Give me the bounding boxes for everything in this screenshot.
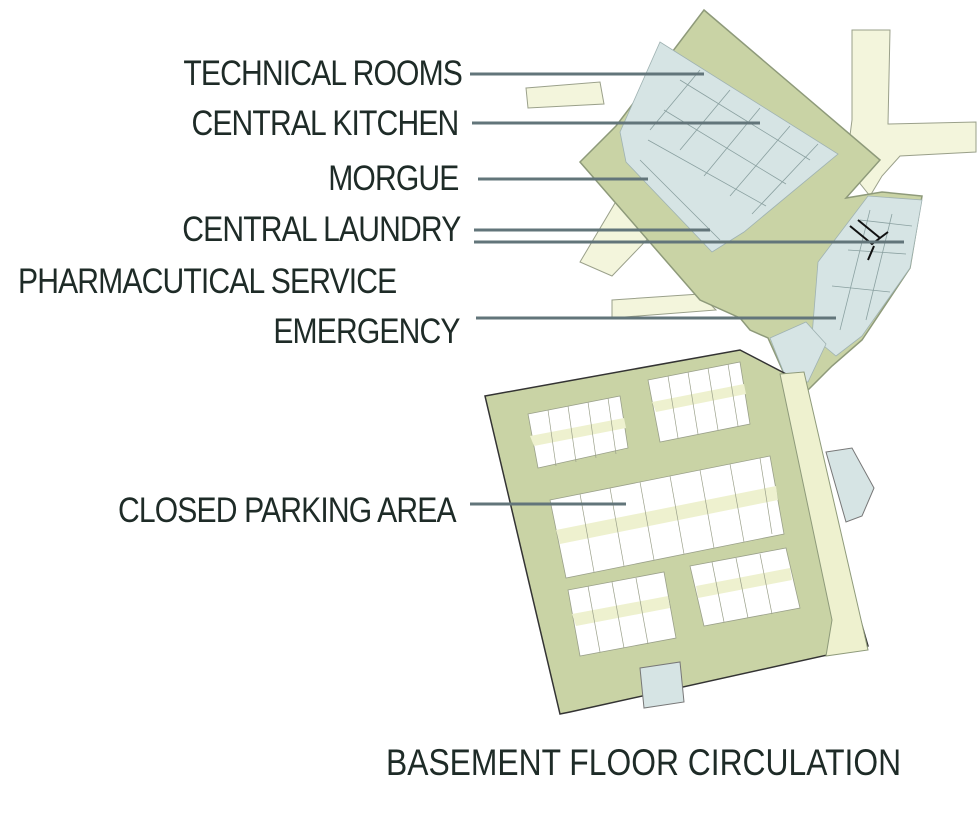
label-morgue: MORGUE (327, 159, 459, 198)
room-partitions (639, 69, 913, 331)
emergency-stair (849, 219, 889, 261)
side-annex (825, 447, 875, 523)
label-central-laundry: CENTRAL LAUNDRY (181, 210, 461, 249)
parking-ramp (779, 371, 869, 657)
room-clusters (619, 41, 923, 383)
stall-dividers (547, 363, 773, 653)
drive-aisles (530, 384, 792, 626)
label-central-kitchen: CENTRAL KITCHEN (191, 104, 459, 143)
label-emergency: EMERGENCY (273, 312, 461, 351)
label-pharmaceutical-service: PHARMACUTICAL SERVICE (18, 262, 397, 301)
diagram-title: BASEMENT FLOOR CIRCULATION (386, 742, 902, 783)
label-closed-parking-area: CLOSED PARKING AREA (118, 491, 457, 530)
parking-exit (639, 661, 685, 709)
label-technical-rooms: TECHNICAL ROOMS (183, 54, 463, 93)
leader-lines (470, 72, 904, 506)
